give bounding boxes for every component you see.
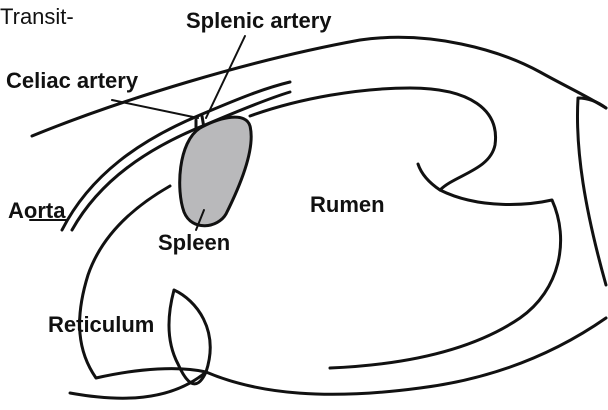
- celiac-artery-leader: [112, 100, 198, 118]
- right-body-wall: [577, 98, 606, 285]
- rumen-dorsal-loop: [250, 88, 496, 190]
- celiac-artery-label: Celiac artery: [6, 68, 139, 93]
- ventral-outline: [206, 318, 606, 394]
- spleen-shape: [180, 117, 251, 226]
- transit-fragment-label: Transit-: [0, 4, 74, 29]
- aorta-label: Aorta: [8, 198, 66, 223]
- splenic-artery-label: Splenic artery: [186, 8, 332, 33]
- spleen-label: Spleen: [158, 230, 230, 255]
- rumen-label: Rumen: [310, 192, 385, 217]
- reticulum-label: Reticulum: [48, 312, 154, 337]
